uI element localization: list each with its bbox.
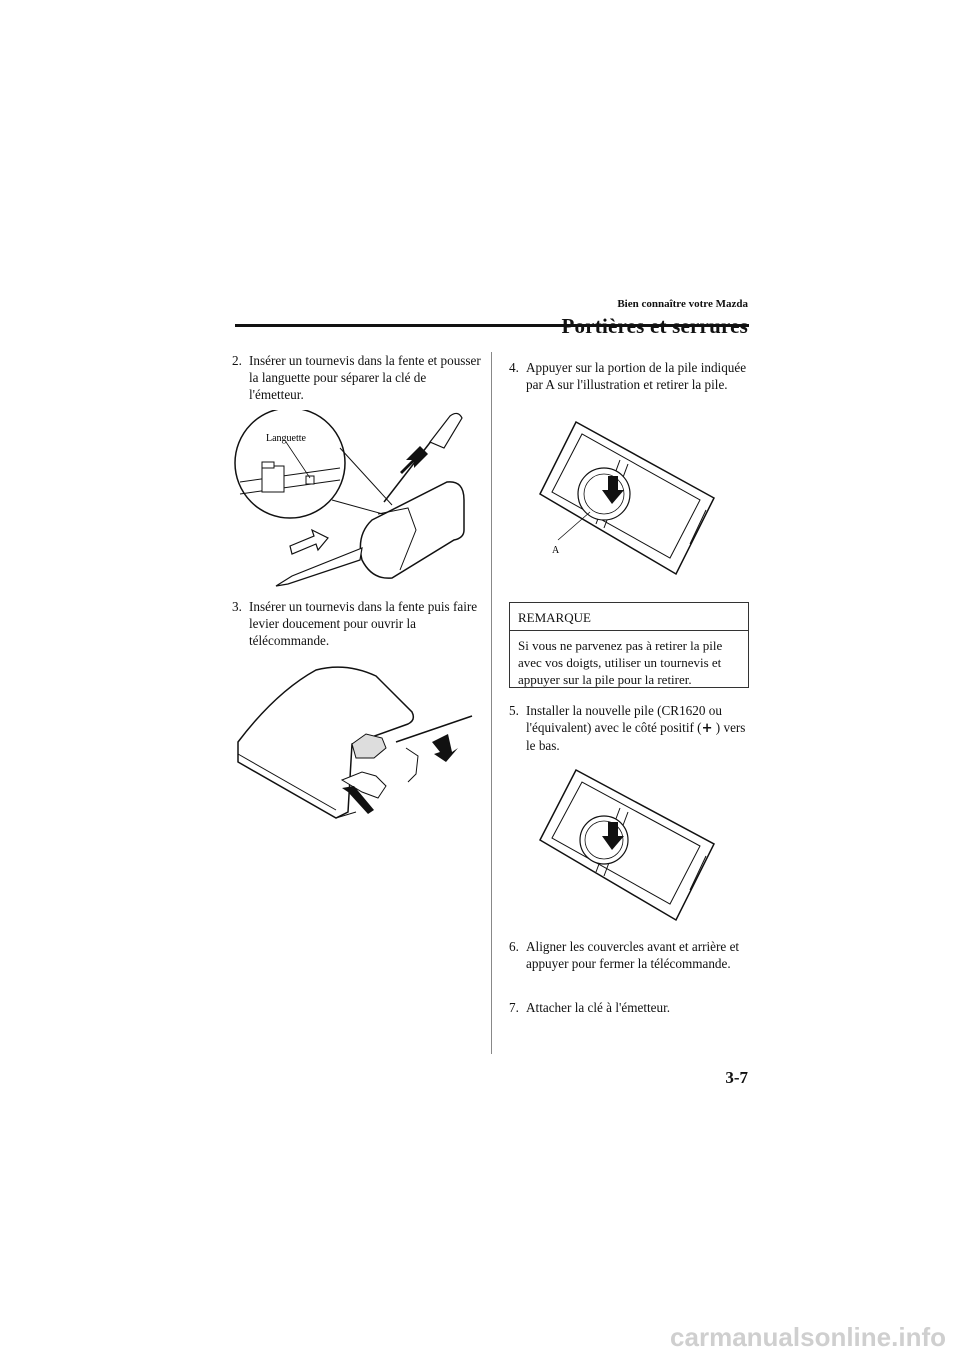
battery-removal-illustration: A bbox=[539, 420, 715, 576]
step-text-after: ) vers le bas. bbox=[526, 720, 746, 753]
step-number: 4. bbox=[509, 360, 519, 375]
column-divider bbox=[491, 352, 492, 1054]
step-text: Appuyer sur la portion de la pile indiqu… bbox=[526, 360, 747, 392]
step-number: 3. bbox=[232, 599, 242, 614]
step-number: 7. bbox=[509, 1000, 519, 1015]
step-number: 2. bbox=[232, 353, 242, 368]
key-separation-illustration: Languette bbox=[234, 410, 465, 587]
page-number: 3-7 bbox=[725, 1068, 748, 1087]
header-rule bbox=[235, 324, 749, 327]
step-6: 6. Aligner les couvercles avant et arriè… bbox=[509, 938, 749, 972]
step-text: Aligner les couvercles avant et arrière … bbox=[526, 939, 740, 971]
step-7: 7. Attacher la clé à l'émetteur. bbox=[509, 999, 749, 1016]
step-2: 2. Insérer un tournevis dans la fente et… bbox=[232, 352, 482, 403]
step-text: Insérer un tournevis dans la fente et po… bbox=[249, 353, 481, 402]
step-text: Insérer un tournevis dans la fente puis … bbox=[249, 599, 478, 648]
step-4: 4. Appuyer sur la portion de la pile ind… bbox=[509, 359, 749, 393]
note-rule bbox=[510, 630, 748, 631]
open-remote-illustration bbox=[237, 666, 473, 819]
note-title: REMARQUE bbox=[518, 610, 591, 625]
step-number: 6. bbox=[509, 939, 519, 954]
step-3: 3. Insérer un tournevis dans la fente pu… bbox=[232, 598, 482, 649]
plus-icon: + bbox=[701, 721, 713, 736]
label-a: A bbox=[552, 545, 560, 556]
step-5: 5. Installer la nouvelle pile (CR1620 ou… bbox=[509, 702, 749, 754]
step-text: Installer la nouvelle pile (CR1620 ou l'… bbox=[509, 702, 749, 754]
note-box: REMARQUE Si vous ne parvenez pas à retir… bbox=[509, 602, 749, 688]
step-text: Attacher la clé à l'émetteur. bbox=[526, 1000, 671, 1015]
step-number: 5. bbox=[509, 703, 519, 718]
note-text: Si vous ne parvenez pas à retirer la pil… bbox=[518, 638, 723, 687]
battery-install-illustration bbox=[539, 768, 715, 922]
step-text-before: Installer la nouvelle pile (CR1620 ou l'… bbox=[526, 703, 722, 735]
footer-watermark: carmanualsonline.info bbox=[670, 1322, 946, 1352]
section-label: Bien connaître votre Mazda bbox=[617, 298, 748, 310]
languette-label: Languette bbox=[266, 433, 307, 444]
